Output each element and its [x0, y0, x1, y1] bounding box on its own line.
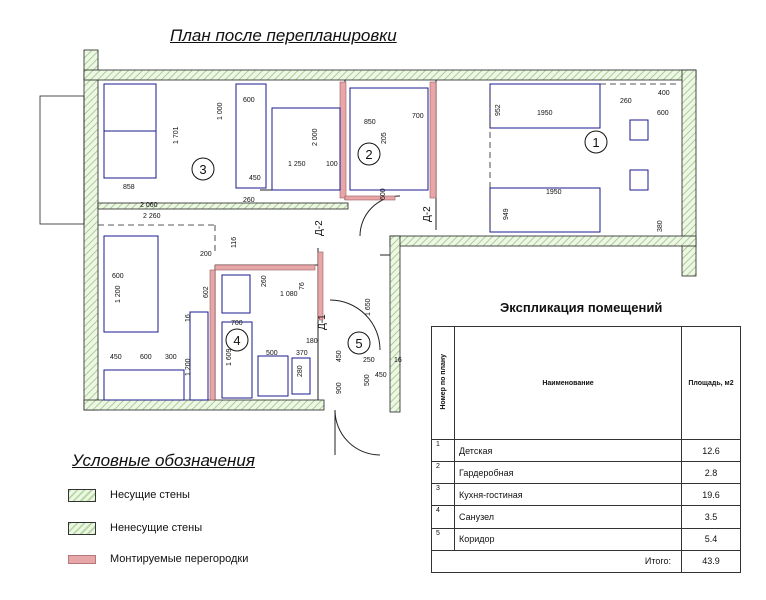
dim: 116 [231, 237, 238, 248]
total-value: 43.9 [681, 549, 741, 574]
dim: 600 [657, 110, 669, 117]
dim: 2 000 [312, 128, 319, 146]
total-label: Итого: [431, 549, 682, 574]
dim: 700 [231, 320, 243, 327]
dim: 16 [394, 357, 402, 364]
dim: 900 [336, 382, 343, 394]
legend-item: Несущие стены [68, 487, 190, 503]
dim: 200 [200, 251, 212, 258]
dim: 450 [249, 175, 261, 182]
dim: 205 [381, 132, 388, 144]
dim: 602 [203, 286, 210, 298]
dim: 450 [375, 372, 387, 379]
legend-label: Монтируемые перегородки [110, 553, 249, 565]
dim: 500 [364, 374, 371, 386]
header-cell: Наименование [454, 326, 682, 440]
room-number-3: 3 [199, 162, 206, 177]
hatch-swatch [68, 521, 96, 535]
dim: 858 [123, 184, 135, 191]
table-header-row: Номер по плану Наименование Площадь, м2 [431, 326, 741, 440]
dim: 1 200 [115, 285, 122, 303]
dim: 850 [364, 119, 376, 126]
legend-title: Условные обозначения [72, 451, 255, 470]
dim: 450 [110, 354, 122, 361]
dim: 952 [495, 104, 502, 116]
hatch-swatch [68, 488, 96, 502]
dim: 600 [112, 273, 124, 280]
dim: 16 [185, 314, 192, 322]
dim: 700 [412, 113, 424, 120]
dim: 260 [261, 275, 268, 287]
room-number-2: 2 [365, 147, 372, 162]
dim: 1 609 [226, 348, 233, 366]
dim: 76 [299, 282, 306, 290]
explication-title: Экспликация помещений [500, 300, 663, 315]
legend-label: Несущие стены [110, 489, 190, 501]
room-number-5: 5 [355, 336, 362, 351]
dim: 100 [326, 161, 338, 168]
dim: 1 650 [365, 298, 372, 316]
dim: 400 [658, 90, 670, 97]
dim: 1 000 [217, 102, 224, 120]
door-label: Д-2 [422, 206, 433, 222]
dim: 1 250 [288, 161, 306, 168]
dim: 500 [266, 350, 278, 357]
dim: 450 [336, 350, 343, 362]
plan-title: План после перепланировки [170, 26, 397, 45]
dim: 1 200 [185, 358, 192, 376]
dim: 370 [296, 350, 308, 357]
dim: 260 [620, 98, 632, 105]
explication-table: Номер по плану Наименование Площадь, м2 … [431, 326, 741, 574]
dim: 380 [657, 220, 664, 232]
dim: 250 [363, 357, 375, 364]
table-total-row: Итого: 43.9 [431, 549, 741, 574]
dim: 1 080 [280, 291, 298, 298]
room-number-1: 1 [592, 135, 599, 150]
dim: 600 [380, 188, 387, 200]
dim: 2 260 [143, 213, 161, 220]
header-cell: Номер по плану [431, 326, 455, 440]
dim: 280 [297, 365, 304, 377]
dim: 300 [165, 354, 177, 361]
dim: 600 [140, 354, 152, 361]
door-label: Д-2 [314, 220, 325, 236]
dim: 1950 [537, 110, 553, 117]
dim: 180 [306, 338, 318, 345]
dim: 1 701 [173, 126, 180, 144]
dim: 949 [503, 208, 510, 220]
header-cell: Площадь, м2 [681, 326, 741, 440]
dim: 260 [243, 197, 255, 204]
dimension-labels: 600 1 000 1 701 858 2 000 1 250 100 850 … [110, 90, 670, 394]
pink-swatch [68, 554, 96, 564]
legend-label: Ненесущие стены [110, 522, 203, 534]
dim: 600 [243, 97, 255, 104]
door-label: Д-1 [317, 314, 328, 330]
legend-item: Ненесущие стены [68, 520, 202, 536]
dim: 2 060 [140, 202, 158, 209]
dim: 1950 [546, 189, 562, 196]
legend-item: Монтируемые перегородки [68, 551, 248, 567]
room-number-4: 4 [233, 333, 240, 348]
